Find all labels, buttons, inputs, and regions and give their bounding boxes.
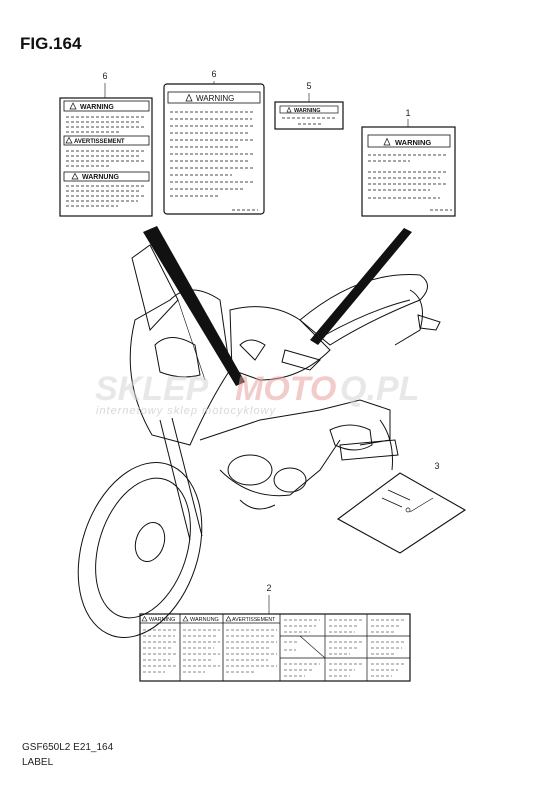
section-name: LABEL bbox=[22, 757, 54, 768]
warning-triangle-icon bbox=[383, 137, 391, 146]
warning-triangle-icon bbox=[286, 106, 292, 113]
callout-1: 1 bbox=[405, 108, 410, 118]
label-3[interactable] bbox=[336, 472, 467, 554]
label-4-warnung-heading: WARNUNG bbox=[82, 174, 119, 181]
label-5-warning-heading: WARNING bbox=[294, 108, 321, 114]
callout-3: 3 bbox=[434, 461, 439, 471]
label-2-warning-heading: WARNING bbox=[149, 617, 175, 623]
label-1-warning-heading: WARNING bbox=[395, 138, 431, 147]
figure-title: FIG.164 bbox=[20, 34, 82, 53]
callout-2: 2 bbox=[266, 583, 271, 593]
label-6-warning-heading: WARNING bbox=[196, 94, 234, 103]
warning-triangle-icon bbox=[225, 615, 232, 622]
label-1[interactable]: WARNING bbox=[361, 126, 456, 217]
warning-triangle-icon bbox=[69, 102, 77, 110]
label-2-avertissement-heading: AVERTISSEMENT bbox=[232, 617, 276, 623]
callout-6: 6 bbox=[211, 69, 216, 79]
warning-triangle-icon bbox=[185, 93, 193, 102]
warning-triangle-icon bbox=[71, 172, 79, 180]
label-4-warning-heading: WARNING bbox=[80, 104, 114, 111]
warning-triangle-icon bbox=[65, 136, 73, 144]
label-2[interactable]: WARNING WARNUNG AVERTISSEMENT bbox=[139, 613, 411, 682]
model-code: GSF650L2 E21_164 bbox=[22, 742, 114, 753]
warning-triangle-icon bbox=[182, 615, 189, 622]
callout-5: 5 bbox=[306, 81, 311, 91]
label-5[interactable]: WARNING bbox=[274, 101, 344, 130]
pointer-wedge-right bbox=[310, 228, 412, 345]
label-4-avertissement-heading: AVERTISSEMENT bbox=[74, 139, 125, 145]
warning-triangle-icon bbox=[141, 615, 148, 622]
label-2-warnung-heading: WARNUNG bbox=[190, 617, 219, 623]
callout-4: 6 bbox=[102, 71, 107, 81]
label-4[interactable]: WARNING AVERTISSEMENT WARNUNG bbox=[59, 97, 153, 217]
motorcycle-drawing bbox=[77, 244, 441, 638]
pointer-wedge-left bbox=[143, 226, 245, 386]
label-6[interactable]: WARNING bbox=[163, 83, 265, 215]
